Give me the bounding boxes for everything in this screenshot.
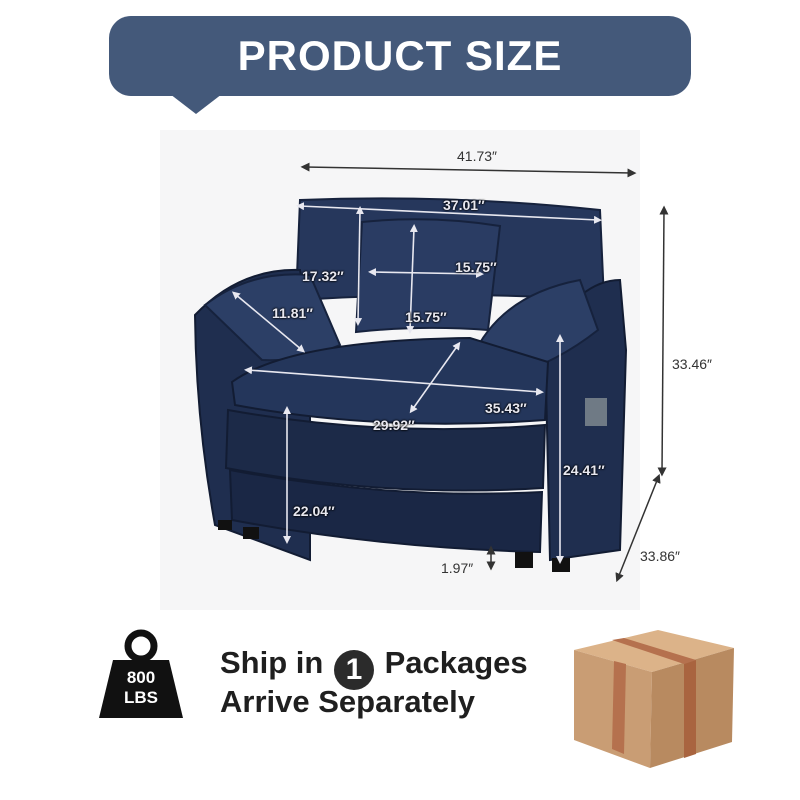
- ship-prefix: Ship in: [220, 645, 324, 680]
- arrive-separately-line: Arrive Separately: [220, 684, 476, 719]
- weight-label: 800 LBS: [95, 668, 187, 708]
- ship-packages-line: Ship in 1 Packages: [220, 645, 528, 690]
- pillow-width-label: 15.75″: [455, 259, 497, 275]
- overall-width-label: 41.73″: [457, 148, 497, 164]
- title-banner: [109, 16, 691, 96]
- sofa-chair: [193, 197, 628, 572]
- pillow-height-label: 15.75″: [405, 309, 447, 325]
- back-height-label: 17.32″: [302, 268, 344, 284]
- total-height-label: 33.46″: [672, 356, 712, 372]
- arm-width-label: 11.81″: [272, 305, 313, 321]
- weight-icon: [99, 629, 183, 718]
- weight-value: 800: [126, 668, 156, 687]
- ship-suffix: Packages: [384, 645, 528, 680]
- seat-height-label: 22.04″: [293, 503, 335, 519]
- arm-height-label: 24.41″: [563, 462, 605, 478]
- package-box-icon: [574, 630, 734, 768]
- page-title: PRODUCT SIZE: [237, 32, 563, 79]
- leg-height-label: 1.97″: [441, 560, 474, 576]
- back-width-label: 37.01″: [443, 197, 485, 213]
- banner-pointer: [170, 94, 222, 114]
- total-depth-label: 33.86″: [640, 548, 680, 564]
- seat-width-label: 35.43″: [485, 400, 527, 416]
- weight-unit: LBS: [124, 688, 158, 707]
- seat-depth-label: 29.92″: [373, 417, 415, 433]
- package-count-badge: 1: [333, 650, 374, 690]
